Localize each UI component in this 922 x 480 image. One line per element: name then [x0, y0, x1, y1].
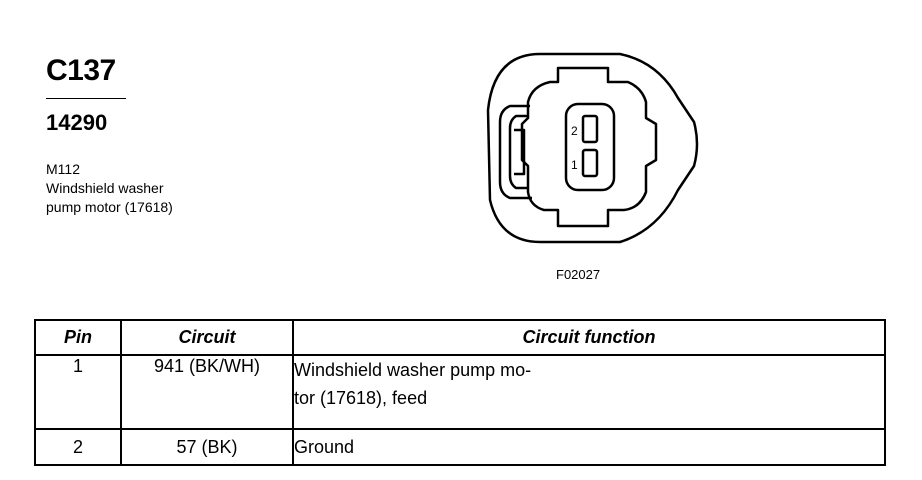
cell-circuit-function: Windshield washer pump mo- tor (17618), … — [292, 354, 886, 430]
connector-diagram: 2 1 — [486, 52, 699, 244]
table-row: 1 941 (BK/WH) Windshield washer pump mo-… — [34, 354, 886, 430]
pin-label-1: 1 — [571, 158, 578, 172]
header-circuit: Circuit — [120, 319, 294, 356]
function-line-1: Windshield washer pump mo- — [294, 360, 532, 380]
header-rule — [46, 98, 126, 99]
cell-pin: 1 — [34, 354, 122, 430]
component-name-line-2: pump motor (17618) — [46, 199, 173, 215]
pin-1-terminal — [581, 148, 599, 178]
cell-circuit: 57 (BK) — [120, 428, 294, 466]
function-line-2: tor (17618), feed — [294, 388, 428, 408]
connector-latch-inner — [508, 114, 528, 190]
header-circuit-function: Circuit function — [292, 319, 886, 356]
pin-2-terminal — [581, 114, 599, 144]
table-row: 2 57 (BK) Ground — [34, 428, 886, 466]
pin-table-header-row: Pin Circuit Circuit function — [34, 319, 886, 356]
header-pin: Pin — [34, 319, 122, 356]
function-line-1: Ground — [294, 437, 355, 457]
connector-latch — [498, 104, 532, 200]
cell-circuit-function: Ground — [292, 428, 886, 466]
cell-circuit: 941 (BK/WH) — [120, 354, 294, 430]
connector-latch-tab — [514, 128, 526, 176]
figure-code: F02027 — [556, 267, 601, 282]
pin-label-2: 2 — [571, 124, 578, 138]
pin-table: Pin Circuit Circuit function 1 941 (BK/W… — [34, 319, 886, 466]
component-description: M112 Windshield washer pump motor (17618… — [46, 160, 173, 217]
cell-pin: 2 — [34, 428, 122, 466]
terminal-cavity — [564, 102, 616, 192]
component-code: M112 — [46, 161, 80, 177]
connector-housing-outline — [486, 52, 699, 244]
connector-inner-outline — [520, 66, 658, 228]
connector-id: C137 — [46, 54, 116, 87]
part-number: 14290 — [46, 110, 108, 135]
component-name-line-1: Windshield washer — [46, 180, 164, 196]
